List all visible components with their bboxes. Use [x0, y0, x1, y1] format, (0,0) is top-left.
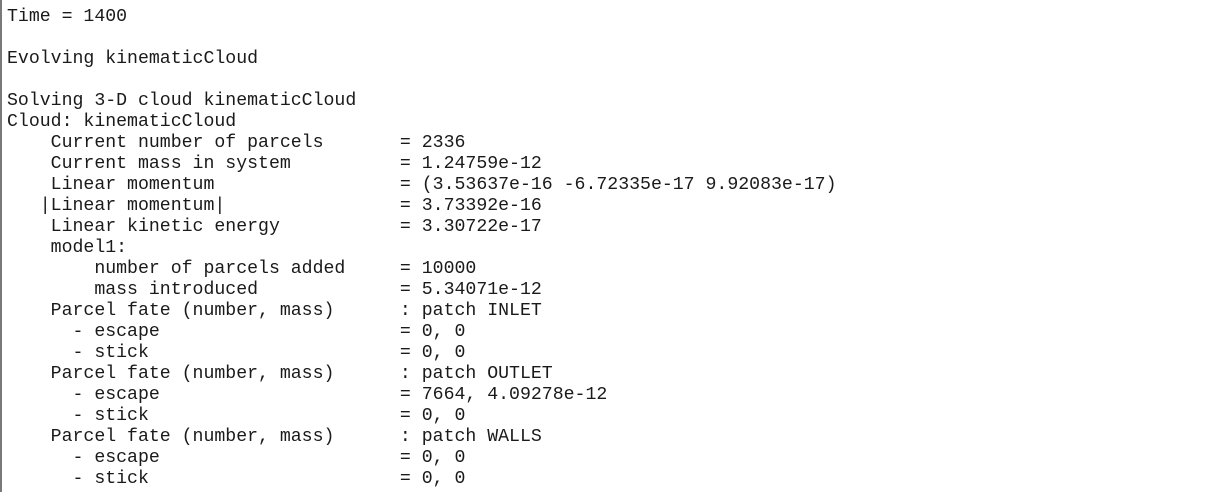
log-line-walls-escape: - escape = 0, 0: [7, 448, 466, 468]
log-line-blank: [7, 70, 837, 91]
log-line-current-parcels: Current number of parcels = 2336: [7, 133, 466, 153]
log-line-linear-momentum-magnitude: |Linear momentum| = 3.73392e-16: [7, 196, 542, 216]
log-line-blank: [7, 28, 837, 49]
log-line-parcels-added: number of parcels added = 10000: [7, 259, 477, 279]
log-line-current-mass: Current mass in system = 1.24759e-12: [7, 154, 542, 174]
log-line-fate-outlet: Parcel fate (number, mass) : patch OUTLE…: [7, 364, 553, 384]
log-line-outlet-escape: - escape = 7664, 4.09278e-12: [7, 385, 608, 405]
log-line-solving: Solving 3-D cloud kinematicCloud: [7, 91, 357, 111]
log-line-inlet-stick: - stick = 0, 0: [7, 343, 466, 363]
log-line-fate-walls: Parcel fate (number, mass) : patch WALLS: [7, 427, 542, 447]
log-line-evolving: Evolving kinematicCloud: [7, 49, 259, 69]
log-line-fate-inlet: Parcel fate (number, mass) : patch INLET: [7, 301, 542, 321]
log-line-model1: model1:: [7, 238, 128, 258]
log-line-linear-momentum: Linear momentum = (3.53637e-16 -6.72335e…: [7, 175, 837, 195]
log-line-cloud: Cloud: kinematicCloud: [7, 112, 237, 132]
log-line-outlet-stick: - stick = 0, 0: [7, 406, 466, 426]
log-line-walls-stick: - stick = 0, 0: [7, 469, 466, 489]
log-line-kinetic-energy: Linear kinetic energy = 3.30722e-17: [7, 217, 542, 237]
log-line-time: Time = 1400: [7, 7, 128, 27]
log-line-mass-introduced: mass introduced = 5.34071e-12: [7, 280, 542, 300]
log-line-inlet-escape: - escape = 0, 0: [7, 322, 466, 342]
